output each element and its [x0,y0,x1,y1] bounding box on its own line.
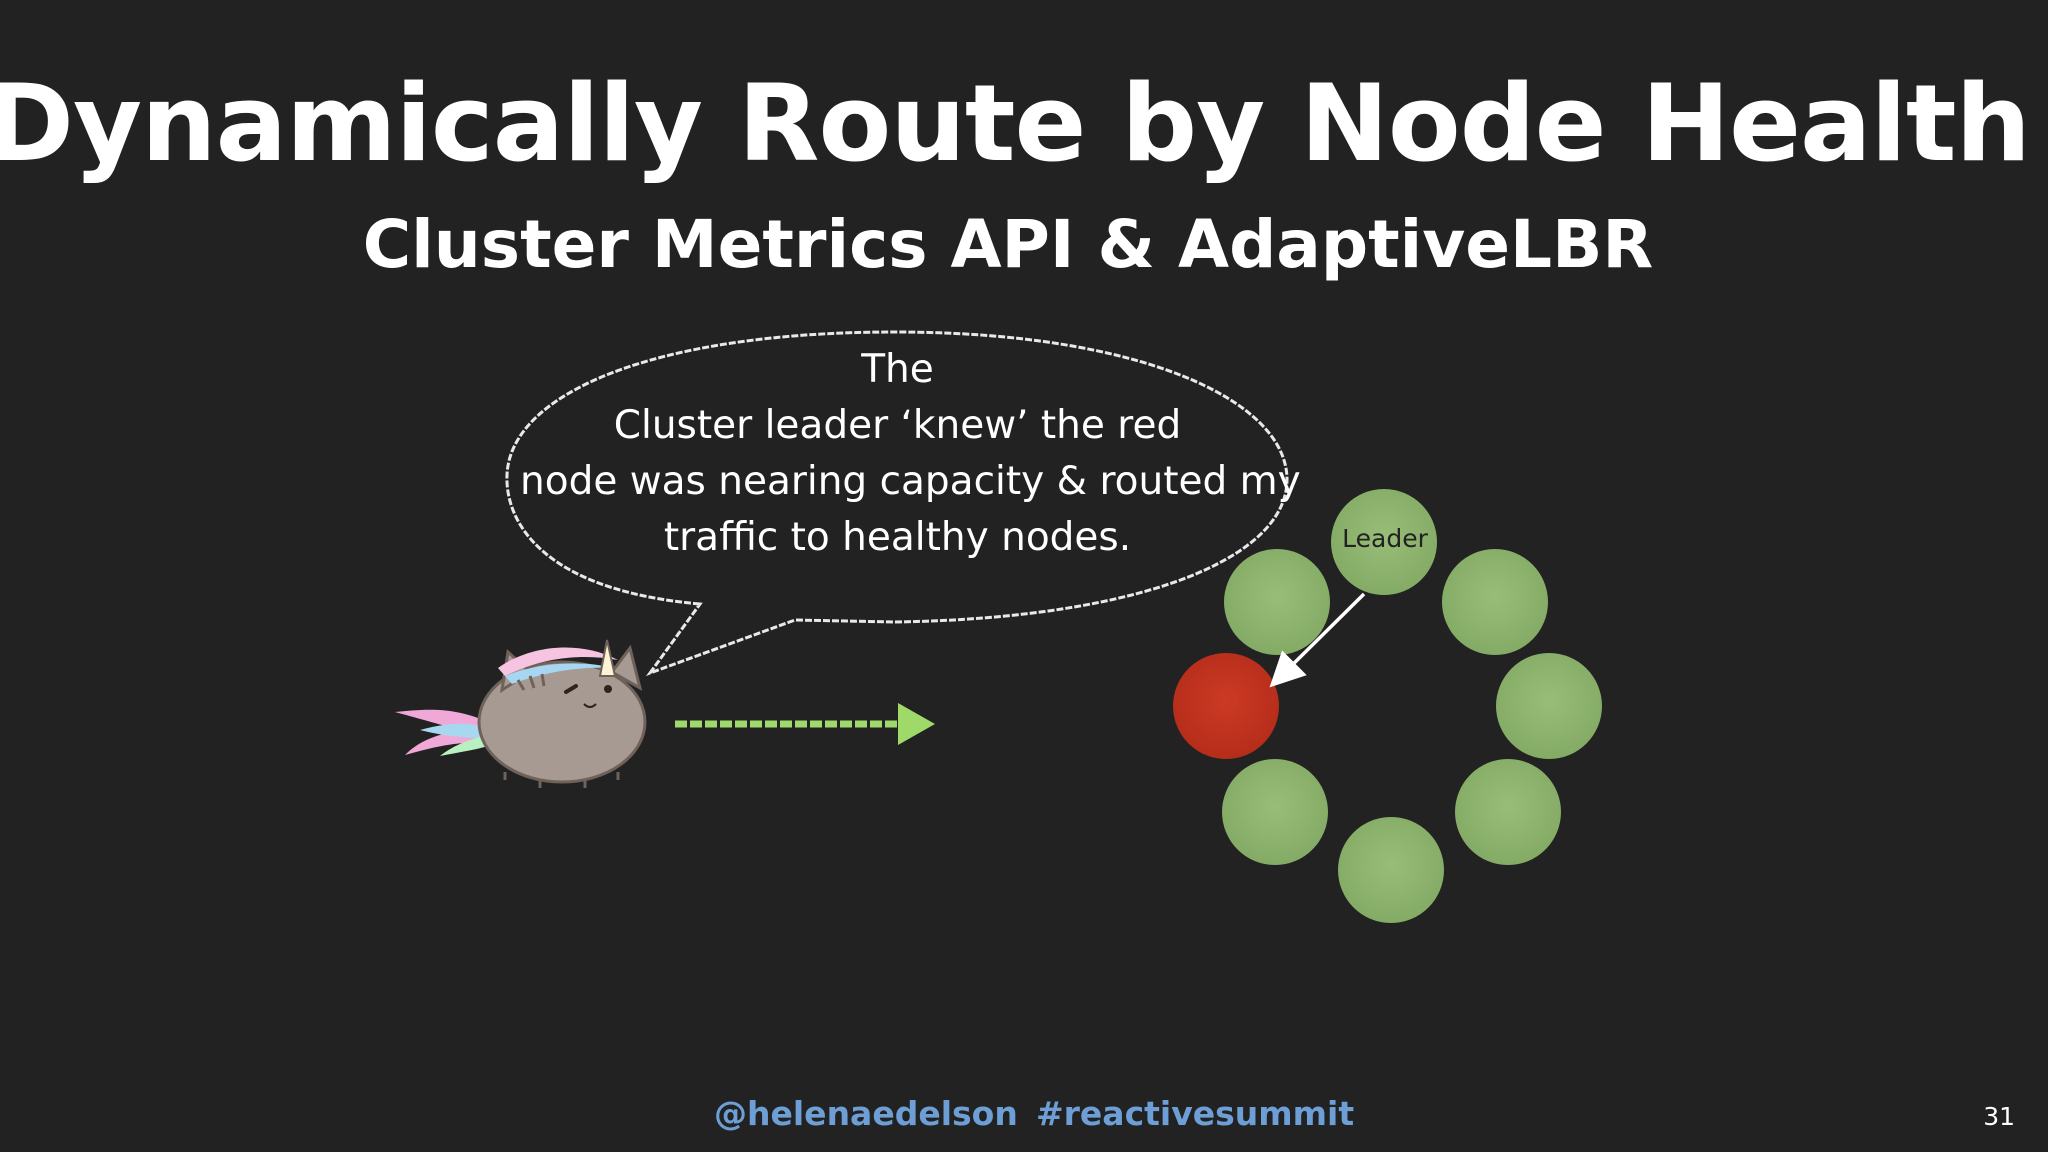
cluster-node [1442,549,1548,655]
speech-bubble-line: Cluster leader ‘knew’ the red [613,403,1182,448]
speech-bubble-text: The Cluster leader ‘knew’ the red node w… [520,342,1301,566]
unhealthy-node [1173,653,1279,759]
cluster-node [1338,817,1444,923]
cluster-node [1455,759,1561,865]
cluster-ring [1173,489,1602,923]
cluster-node [1222,759,1328,865]
leader-node [1331,489,1437,595]
slide-title: Dynamically Route by Node Health [0,62,2031,185]
speech-bubble-line: The [861,347,934,392]
slide-subtitle: Cluster Metrics API & AdaptiveLBR [362,206,1654,283]
cluster-node [1224,549,1330,655]
speech-bubble-line: node was nearing capacity & routed my [520,459,1301,504]
footer-twitter-handle: @helenaedelson [714,1094,1018,1133]
unicorn-cat-icon [395,639,647,788]
leader-route-arrow [1269,592,1366,688]
speech-bubble [505,330,1289,677]
leader-label: Leader [1342,524,1428,553]
cluster-node [1496,653,1602,759]
footer-hashtag: #reactivesummit [1036,1094,1355,1133]
slide-page-number: 31 [1983,1102,2015,1131]
speech-bubble-line: traffic to healthy nodes. [663,515,1132,560]
traffic-arrow [675,703,935,745]
